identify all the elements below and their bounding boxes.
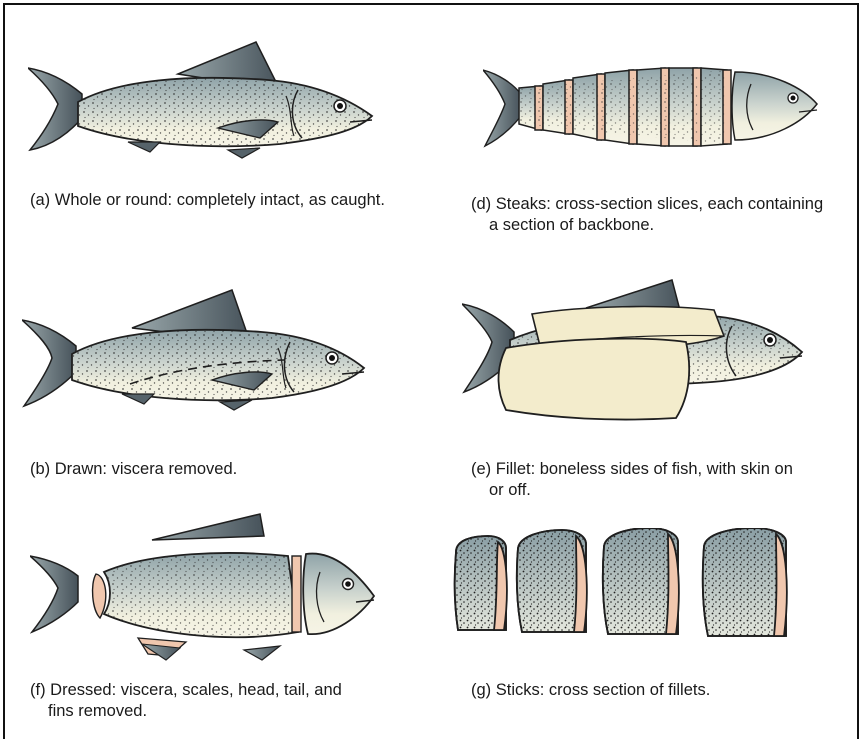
caption-sticks: (g) Sticks: cross section of fillets. — [471, 680, 710, 701]
caption-whole: (a) Whole or round: completely intact, a… — [30, 190, 385, 211]
caption-steaks-line1: (d) Steaks: cross-section slices, each c… — [471, 195, 823, 213]
caption-dressed-line2: fins removed. — [30, 701, 342, 722]
fillet-illustration — [462, 278, 807, 423]
caption-fillet-line1: (e) Fillet: boneless sides of fish, with… — [471, 460, 793, 478]
sticks-illustration — [452, 528, 802, 643]
caption-drawn: (b) Drawn: viscera removed. — [30, 459, 237, 480]
drawn-fish-illustration — [22, 288, 367, 418]
whole-fish-illustration — [28, 38, 378, 168]
caption-fillet-line2: or off. — [471, 480, 793, 501]
caption-dressed: (f) Dressed: viscera, scales, head, tail… — [30, 680, 342, 722]
caption-steaks: (d) Steaks: cross-section slices, each c… — [471, 194, 823, 236]
caption-dressed-line1: (f) Dressed: viscera, scales, head, tail… — [30, 681, 342, 699]
steaks-illustration — [483, 64, 823, 149]
caption-fillet: (e) Fillet: boneless sides of fish, with… — [471, 459, 793, 501]
dressed-fish-illustration — [30, 510, 380, 665]
caption-steaks-line2: a section of backbone. — [471, 215, 823, 236]
